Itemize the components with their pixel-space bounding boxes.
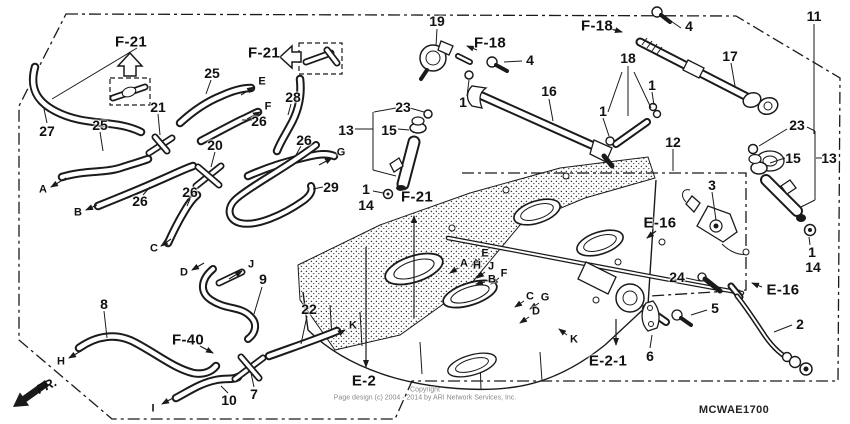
callout-number-1[interactable]: 1 xyxy=(459,94,467,110)
callout-number-17[interactable]: 17 xyxy=(722,48,738,64)
callout-number-27[interactable]: 27 xyxy=(39,123,55,139)
callout-ref-e-2-1[interactable]: E-2-1 xyxy=(588,352,628,370)
callout-number-16[interactable]: 16 xyxy=(541,83,557,99)
callout-number-13[interactable]: 13 xyxy=(338,122,354,138)
callout-ref-f-40[interactable]: F-40 xyxy=(171,331,205,349)
fuel-injector-left xyxy=(382,109,433,200)
callout-number-7[interactable]: 7 xyxy=(250,386,258,402)
callout-ref-f-21[interactable]: F-21 xyxy=(114,33,148,51)
hose-letter-j: J xyxy=(247,258,255,271)
hose-letter-f: F xyxy=(264,100,272,113)
callout-number-20[interactable]: 20 xyxy=(207,137,223,153)
callout-number-26[interactable]: 26 xyxy=(132,193,148,209)
callout-number-5[interactable]: 5 xyxy=(711,300,719,316)
callout-number-26[interactable]: 26 xyxy=(251,113,267,129)
callout-number-22[interactable]: 22 xyxy=(301,301,317,317)
callout-number-13[interactable]: 13 xyxy=(821,150,837,166)
port-letter-j: J xyxy=(487,260,495,273)
leader-lines xyxy=(43,20,822,394)
callout-number-12[interactable]: 12 xyxy=(665,134,681,150)
hose-letter-arrows xyxy=(50,86,346,405)
callout-number-14[interactable]: 14 xyxy=(358,197,374,213)
callout-number-1[interactable]: 1 xyxy=(599,103,607,119)
vacuum-hoses xyxy=(33,50,337,398)
callout-number-28[interactable]: 28 xyxy=(285,89,301,105)
callout-number-21[interactable]: 21 xyxy=(150,99,166,115)
callout-number-9[interactable]: 9 xyxy=(259,271,267,287)
callout-number-1[interactable]: 1 xyxy=(648,77,656,93)
callout-number-6[interactable]: 6 xyxy=(646,348,654,364)
hose-letter-k: K xyxy=(349,319,357,332)
callout-number-4[interactable]: 4 xyxy=(685,18,693,34)
port-letter-h: H xyxy=(473,259,481,272)
callout-number-8[interactable]: 8 xyxy=(100,296,108,312)
callout-number-10[interactable]: 10 xyxy=(221,392,237,408)
fuel-injector-right xyxy=(747,143,817,237)
callout-number-24[interactable]: 24 xyxy=(669,269,685,285)
port-letter-c: C xyxy=(526,290,534,303)
diagram-code: MCWAE1700 xyxy=(698,404,770,416)
callout-number-23[interactable]: 23 xyxy=(395,99,411,115)
fuel-rail-assembly xyxy=(419,6,779,169)
callout-number-11[interactable]: 11 xyxy=(806,8,822,24)
callout-number-23[interactable]: 23 xyxy=(789,117,805,133)
callout-ref-f-18[interactable]: F-18 xyxy=(473,34,507,52)
callout-number-18[interactable]: 18 xyxy=(620,50,636,66)
port-letter-arrows xyxy=(449,258,568,336)
callout-number-26[interactable]: 26 xyxy=(182,184,198,200)
f21-left-arrow-icon xyxy=(278,44,302,70)
map-sensor xyxy=(682,189,750,256)
hose-letter-g: G xyxy=(336,146,346,159)
callout-ref-f-21[interactable]: F-21 xyxy=(247,44,281,62)
reference-arrows xyxy=(199,27,763,368)
port-letter-e: E xyxy=(481,247,489,260)
throttle-bores xyxy=(384,198,624,309)
callout-ref-e-2[interactable]: E-2 xyxy=(351,372,377,390)
copyright-line-2: Page design (c) 2004 - 2014 by ARI Netwo… xyxy=(333,394,517,402)
callout-number-3[interactable]: 3 xyxy=(708,177,716,193)
hose-letter-a: A xyxy=(39,183,47,196)
hose-letter-i: I xyxy=(151,402,155,415)
f21-dashed-box-left xyxy=(109,77,151,106)
callout-ref-f-21[interactable]: F-21 xyxy=(400,188,434,206)
port-letter-a: A xyxy=(460,257,468,270)
callout-ref-e-16[interactable]: E-16 xyxy=(643,214,677,232)
diagram-border xyxy=(18,13,841,420)
hose-letter-d: D xyxy=(180,266,188,279)
callout-ref-f-18[interactable]: F-18 xyxy=(580,17,614,35)
callout-number-19[interactable]: 19 xyxy=(429,13,445,29)
f21-up-arrow-icon xyxy=(116,51,144,77)
callout-number-4[interactable]: 4 xyxy=(526,52,534,68)
bracket-6 xyxy=(641,300,660,332)
port-letter-k: K xyxy=(570,333,578,346)
hose-letter-b: B xyxy=(74,206,82,219)
callout-number-26[interactable]: 26 xyxy=(296,132,312,148)
port-letter-b: B xyxy=(488,273,496,286)
sensor-hose-parts xyxy=(641,272,813,376)
callout-number-15[interactable]: 15 xyxy=(381,122,397,138)
callout-number-1[interactable]: 1 xyxy=(362,181,370,197)
callout-number-14[interactable]: 14 xyxy=(805,259,821,275)
callout-number-25[interactable]: 25 xyxy=(204,65,220,81)
callout-number-1[interactable]: 1 xyxy=(808,244,816,260)
copyright-line-1: Copyright xyxy=(410,386,440,394)
port-letter-g: G xyxy=(540,291,550,304)
callout-number-29[interactable]: 29 xyxy=(323,179,339,195)
hose-letter-c: C xyxy=(150,242,158,255)
callout-number-25[interactable]: 25 xyxy=(92,117,108,133)
port-letter-d: D xyxy=(532,305,540,318)
port-letter-f: F xyxy=(500,267,508,280)
callout-number-15[interactable]: 15 xyxy=(785,150,801,166)
callout-ref-e-16[interactable]: E-16 xyxy=(766,281,800,299)
hose-letter-e: E xyxy=(258,75,266,88)
callout-number-2[interactable]: 2 xyxy=(796,316,804,332)
hose-letter-h: H xyxy=(57,355,65,368)
fr-direction-arrow-icon xyxy=(13,380,49,407)
